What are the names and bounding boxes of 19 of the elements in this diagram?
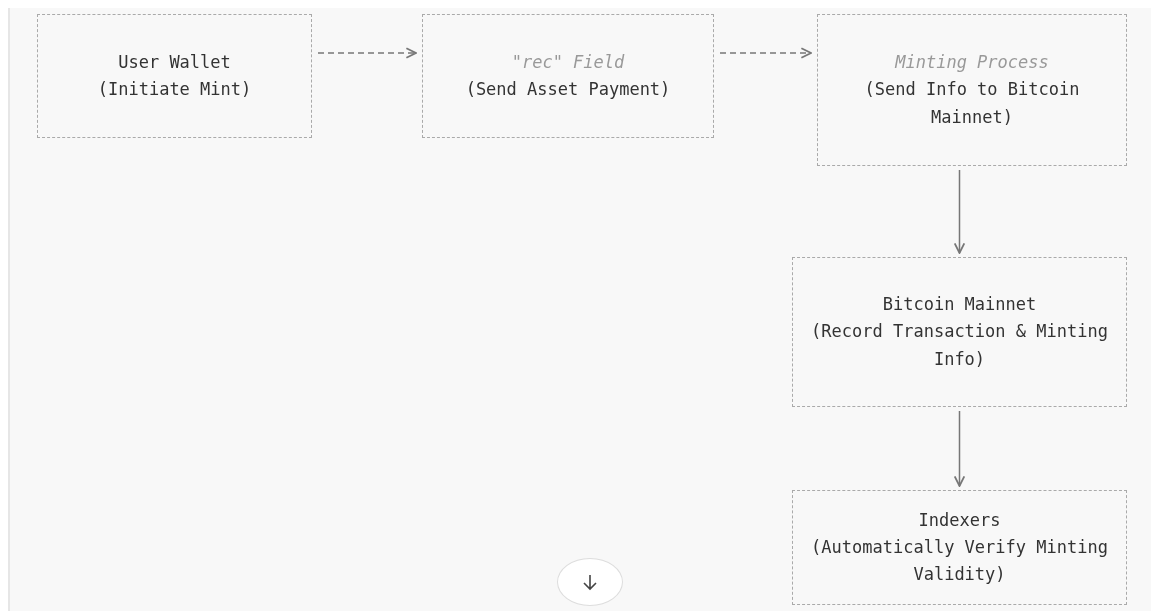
box-description: (Initiate Mint) xyxy=(97,78,252,101)
box-description: (Automatically Verify Minting Validity) xyxy=(810,535,1109,587)
box-title: User Wallet xyxy=(118,50,231,74)
arrow xyxy=(719,47,812,59)
box-title: Bitcoin Mainnet xyxy=(882,293,1037,317)
process-box xyxy=(817,14,1127,166)
box-title: Minting Process xyxy=(895,51,1049,75)
arrow xyxy=(953,410,966,487)
arrow xyxy=(317,47,417,59)
process-box xyxy=(792,257,1127,407)
process-box xyxy=(37,14,312,138)
process-box xyxy=(422,14,714,138)
box-description: (Record Transaction & Minting Info) xyxy=(810,320,1109,371)
arrow xyxy=(953,169,966,254)
box-description: (Send Asset Payment) xyxy=(465,78,671,101)
box-description: (Send Info to Bitcoin Mainnet) xyxy=(863,78,1081,129)
box-title: "rec" Field xyxy=(511,50,625,74)
process-box xyxy=(792,490,1127,605)
box-title: Indexers xyxy=(918,508,1001,532)
